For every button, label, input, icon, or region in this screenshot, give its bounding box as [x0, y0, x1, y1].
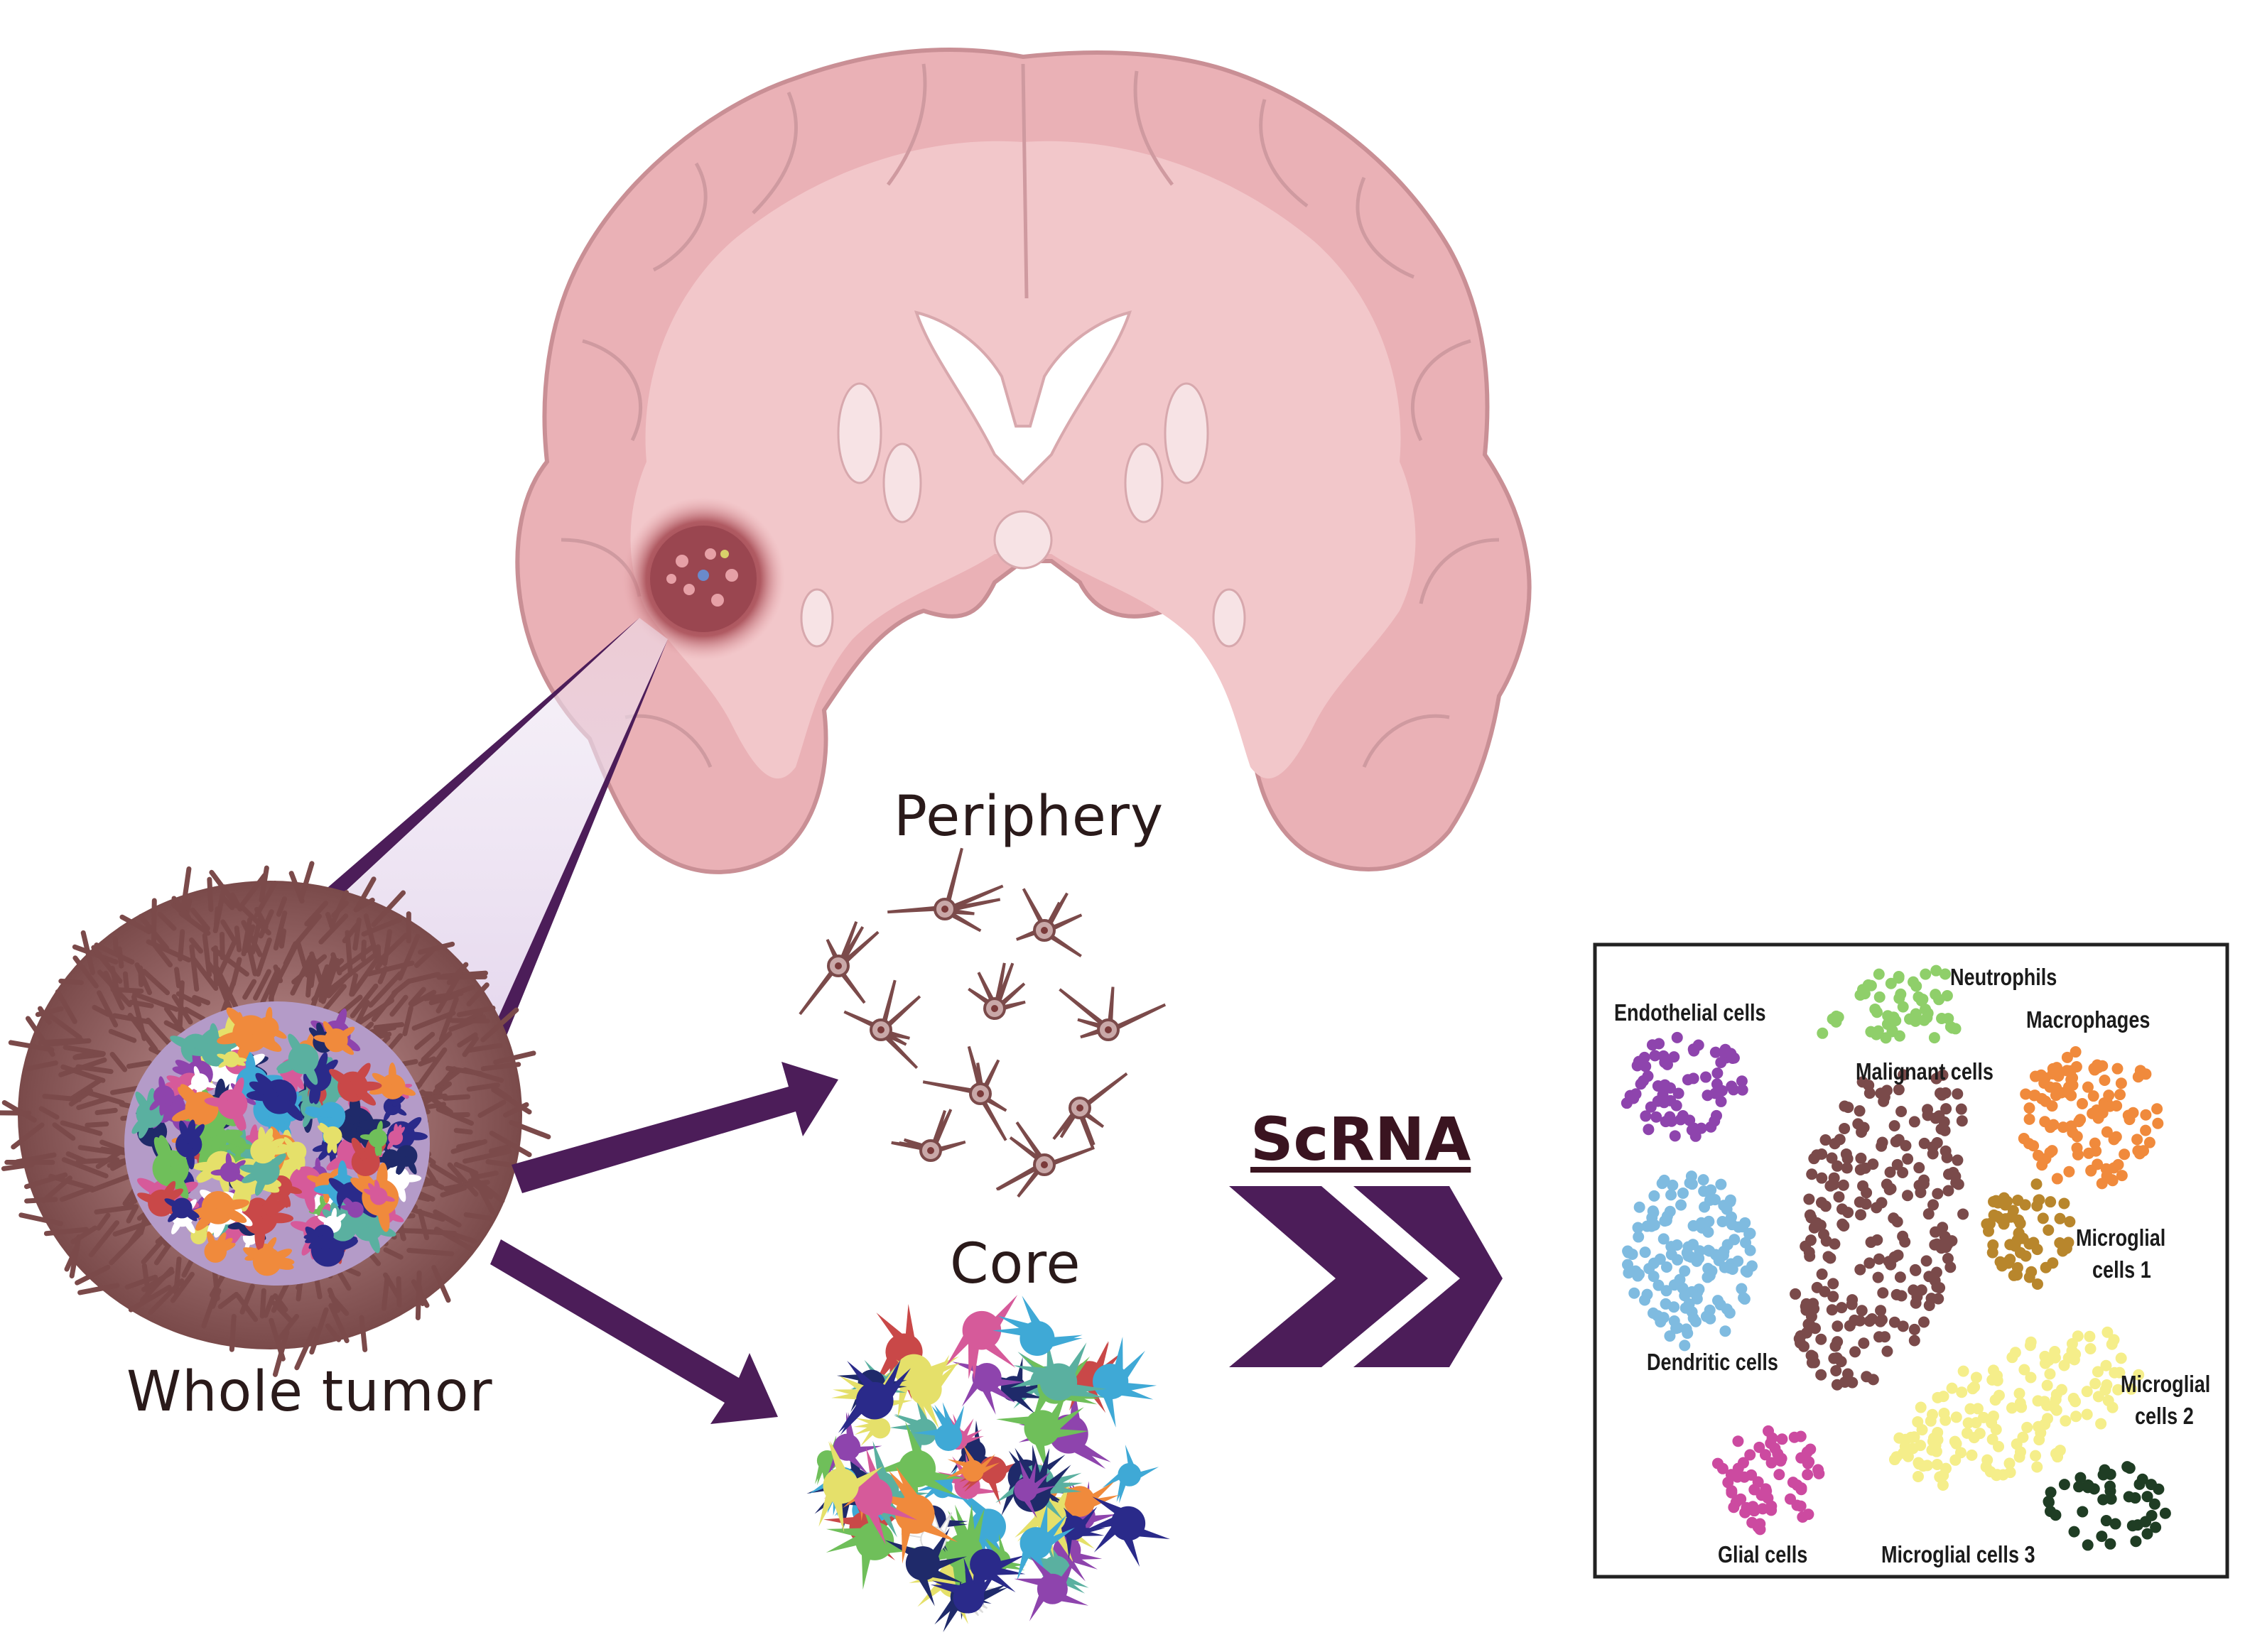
whole-tumor-label: Whole tumor	[126, 1360, 493, 1424]
core-cells	[806, 1295, 1170, 1633]
tumor-spot-cells	[666, 548, 738, 607]
basal-ganglia	[800, 382, 1246, 648]
cluster-label-microglial3: Microglial cells 3	[1881, 1541, 2035, 1567]
cluster-label-malignant: Malignant cells	[1856, 1058, 1994, 1085]
cluster-scatter	[1621, 964, 2171, 1551]
arrow-to-periphery	[512, 1062, 838, 1193]
cluster-label-microglial2-line1: Microglial	[2121, 1371, 2211, 1397]
chevron-arrows-icon	[1229, 1186, 1503, 1367]
cluster-label-microglial2-line2: cells 2	[2135, 1403, 2194, 1429]
brain-section	[515, 48, 1532, 874]
cluster-label-endothelial: Endothelial cells	[1614, 999, 1766, 1026]
scrna-label: ScRNA	[1250, 1104, 1471, 1174]
cluster-label-neutrophils: Neutrophils	[1950, 964, 2057, 990]
arrow-to-core	[490, 1239, 778, 1424]
cluster-label-macrophages: Macrophages	[2026, 1006, 2151, 1033]
cluster-label-glial: Glial cells	[1718, 1541, 1808, 1567]
lateral-ventricles	[914, 310, 1132, 485]
periphery-cells	[799, 847, 1167, 1198]
periphery-label: Periphery	[894, 785, 1164, 849]
whole-tumor-mass	[0, 861, 551, 1377]
core-label: Core	[950, 1232, 1081, 1296]
cluster-label-microglial1-line1: Microglial	[2076, 1224, 2166, 1251]
cluster-label-dendritic: Dendritic cells	[1647, 1349, 1778, 1375]
cluster-label-microglial1-line2: cells 1	[2092, 1256, 2151, 1283]
